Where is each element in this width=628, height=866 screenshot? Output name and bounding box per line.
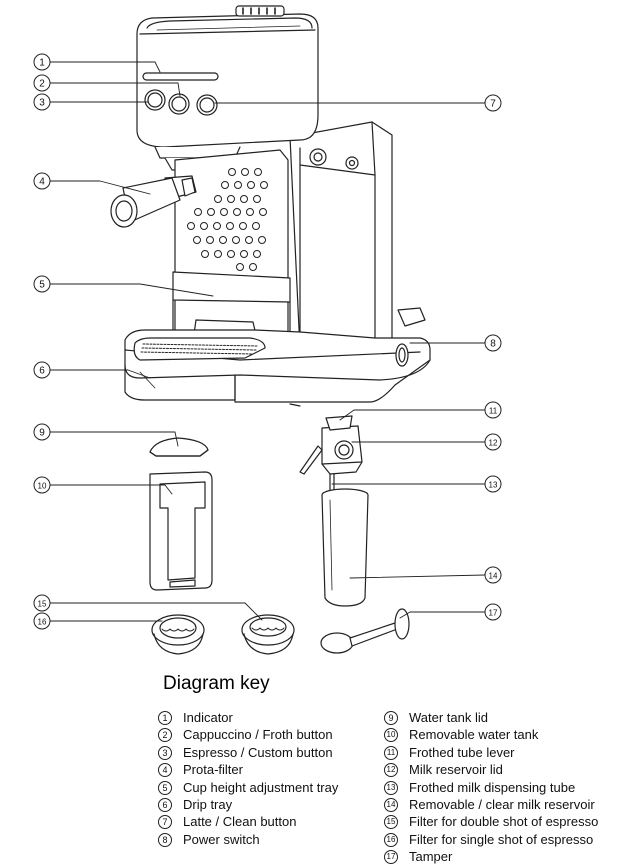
- svg-text:17: 17: [489, 609, 498, 618]
- svg-text:7: 7: [490, 99, 496, 110]
- svg-text:9: 9: [39, 428, 45, 439]
- callout-17: 17: [484, 603, 502, 621]
- callout-5: 5: [33, 275, 51, 293]
- prota-filter: [110, 175, 197, 228]
- rear-port-icon: [345, 156, 359, 170]
- frothed-milk-dispensing-tube: [299, 445, 335, 491]
- callout-markers: 1 2 3 4 5 6 7 8 9 10 11 12 13 14 15 16 1…: [33, 53, 502, 630]
- svg-text:14: 14: [489, 572, 498, 581]
- callout-14: 14: [484, 566, 502, 584]
- svg-text:5: 5: [39, 280, 45, 291]
- drip-tray: [124, 329, 431, 407]
- callout-16: 16: [33, 612, 51, 630]
- svg-text:6: 6: [39, 366, 45, 377]
- callout-13: 13: [484, 475, 502, 493]
- milk-reservoir-lid: [321, 415, 363, 475]
- removable-water-tank: [149, 471, 213, 591]
- svg-text:15: 15: [38, 600, 47, 609]
- callout-leaders: [49, 61, 486, 622]
- svg-text:10: 10: [38, 482, 47, 491]
- callout-12: 12: [484, 433, 502, 451]
- callout-7: 7: [484, 94, 502, 112]
- callout-3: 3: [33, 93, 51, 111]
- callout-2: 2: [33, 74, 51, 92]
- callout-1: 1: [33, 53, 51, 71]
- svg-text:3: 3: [39, 98, 45, 109]
- callout-4: 4: [33, 172, 51, 190]
- double-shot-filter: [241, 614, 295, 655]
- callout-6: 6: [33, 361, 51, 379]
- callout-10: 10: [33, 476, 51, 494]
- callout-9: 9: [33, 423, 51, 441]
- removable-milk-reservoir: [321, 488, 369, 607]
- svg-text:1: 1: [39, 58, 45, 69]
- power-switch: [395, 343, 409, 367]
- diagram-key-title: Diagram key: [163, 673, 270, 694]
- callout-11: 11: [484, 401, 502, 419]
- svg-text:4: 4: [39, 177, 45, 188]
- indicator-light: [142, 72, 219, 81]
- svg-text:2: 2: [39, 79, 45, 90]
- espresso-machine: [110, 5, 431, 407]
- single-shot-filter: [151, 614, 205, 655]
- svg-text:11: 11: [489, 407, 498, 416]
- svg-text:8: 8: [490, 339, 496, 350]
- perforated-grille: [187, 168, 268, 271]
- svg-text:12: 12: [489, 439, 498, 448]
- water-tank-lid: [149, 437, 209, 457]
- callout-15: 15: [33, 594, 51, 612]
- callout-8: 8: [484, 334, 502, 352]
- svg-text:16: 16: [38, 618, 47, 627]
- steam-knob-icon: [309, 148, 327, 166]
- tamper: [320, 608, 410, 654]
- svg-text:13: 13: [489, 481, 498, 490]
